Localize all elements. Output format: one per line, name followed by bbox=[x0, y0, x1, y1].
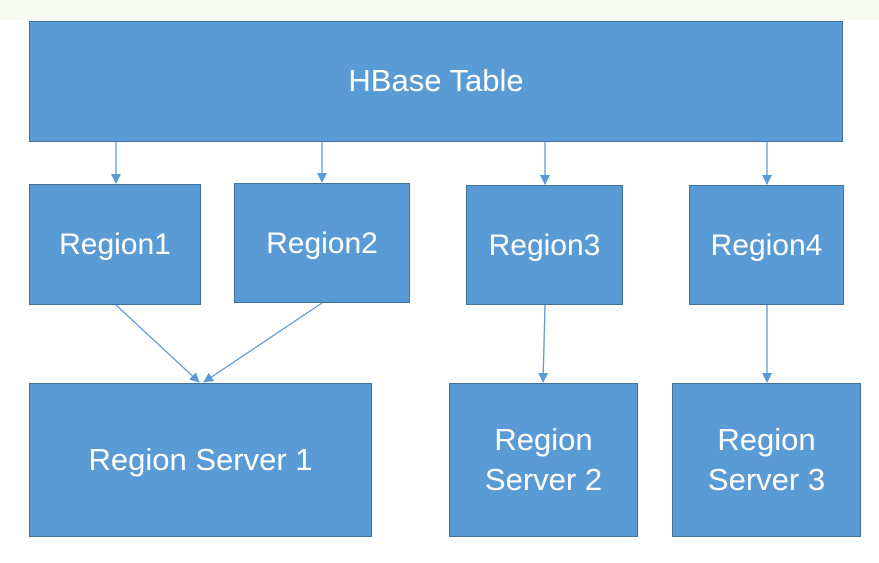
region-server1-label: Region Server 1 bbox=[88, 441, 313, 477]
region1-box: Region1 bbox=[29, 184, 201, 305]
hbase-table-label: HBase Table bbox=[348, 63, 524, 99]
region2-label: Region2 bbox=[266, 226, 378, 260]
region3-box: Region3 bbox=[466, 185, 623, 305]
hbase-table-box: HBase Table bbox=[29, 21, 843, 142]
region-server2-box: Region Server 2 bbox=[449, 383, 638, 537]
region-server3-label: Region Server 3 bbox=[707, 421, 826, 497]
region1-label: Region1 bbox=[59, 228, 171, 261]
region3-label: Region3 bbox=[488, 228, 601, 262]
region-server2-label: Region Server 2 bbox=[484, 421, 603, 497]
arrow-region2-to-server1 bbox=[203, 302, 323, 383]
top-band bbox=[0, 0, 879, 20]
region-server1-box: Region Server 1 bbox=[29, 383, 372, 537]
arrow-region3-to-server2 bbox=[538, 304, 549, 383]
region4-label: Region4 bbox=[710, 228, 823, 262]
region2-box: Region2 bbox=[234, 183, 410, 303]
region-server3-box: Region Server 3 bbox=[672, 383, 861, 537]
arrow-region1-to-server1 bbox=[115, 304, 200, 383]
region4-box: Region4 bbox=[689, 185, 844, 305]
